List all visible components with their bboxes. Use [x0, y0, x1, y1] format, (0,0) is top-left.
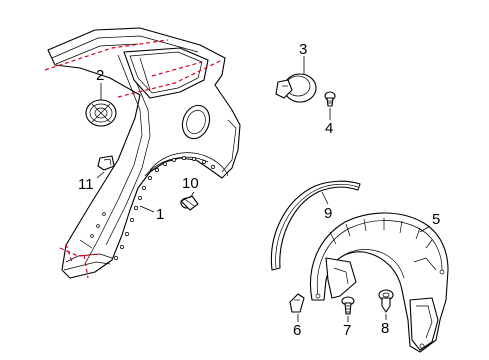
callout-9: 9 — [324, 205, 332, 222]
fuel-door-housing — [85, 99, 117, 127]
clip-6 — [289, 293, 305, 313]
section-cut-lines — [44, 39, 223, 279]
callout-11: 11 — [78, 176, 94, 193]
fender-clip-holes — [90, 156, 215, 260]
wheelhouse-liner — [309, 212, 449, 353]
callout-1: 1 — [156, 206, 164, 223]
clip-11 — [97, 155, 115, 171]
callout-7: 7 — [343, 322, 351, 339]
push-pin-8 — [378, 289, 394, 313]
leader-lines — [96, 56, 431, 322]
fuel-door — [275, 73, 317, 103]
callout-10: 10 — [182, 175, 199, 192]
callout-2: 2 — [96, 67, 104, 84]
screw-4 — [324, 91, 336, 107]
callout-8: 8 — [381, 320, 389, 337]
quarter-panel — [47, 27, 241, 279]
callout-3: 3 — [299, 41, 307, 58]
callout-labels: 2 3 4 11 10 1 9 5 6 7 8 — [78, 41, 440, 339]
screw-7 — [341, 296, 355, 315]
bolt-10 — [180, 195, 199, 211]
callout-5: 5 — [432, 211, 440, 228]
callout-4: 4 — [325, 120, 333, 137]
wheel-opening-molding — [270, 180, 361, 271]
callout-6: 6 — [293, 322, 301, 339]
